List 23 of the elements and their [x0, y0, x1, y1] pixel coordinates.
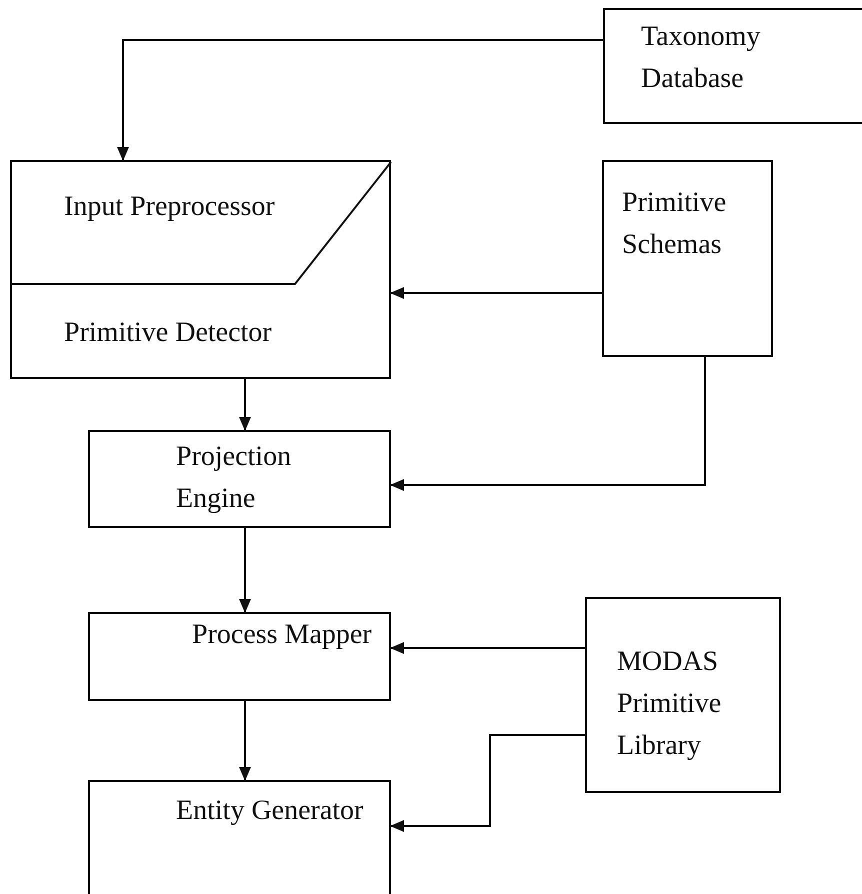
arrow: [239, 528, 251, 613]
box-label: Primitive Schemas: [622, 186, 728, 262]
box-label: Primitive Detector: [64, 316, 273, 350]
process-box: [88, 430, 391, 528]
process-box: [88, 612, 391, 701]
arrow: [117, 39, 603, 161]
schema-box: [602, 160, 773, 357]
arrow: [239, 379, 251, 431]
box-label: Projection Engine: [176, 440, 292, 516]
database-box: [603, 8, 862, 124]
preprocessor-detector-box: [10, 160, 391, 379]
arrow: [390, 357, 706, 491]
library-box: [585, 597, 781, 793]
box-label: Process Mapper: [192, 618, 373, 652]
box-label: Taxonomy Database: [641, 20, 762, 96]
arrow: [390, 642, 585, 654]
process-box: [88, 780, 391, 894]
arrow: [390, 734, 585, 832]
box-label: Input Preprocessor: [64, 190, 276, 224]
box-label: Entity Generator: [176, 794, 364, 828]
box-label: MODAS Primitive Library: [617, 645, 722, 763]
arrow: [239, 701, 251, 781]
arrow: [390, 287, 602, 299]
